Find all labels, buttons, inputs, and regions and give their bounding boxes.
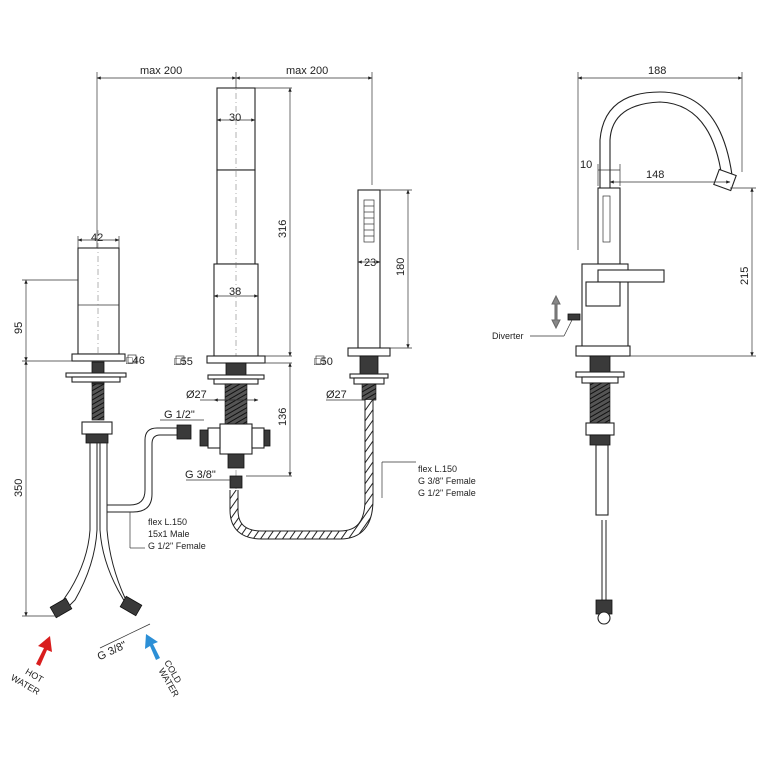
left-mixer: 42 95 □46: [13, 230, 145, 444]
dim-23: 23: [364, 257, 376, 269]
cold-arrow-icon: [145, 634, 160, 660]
dim-g-1-2: G 1/2": [164, 409, 195, 421]
diverter-label: Diverter: [492, 331, 524, 341]
dim-180: 180: [395, 258, 407, 276]
inlet-thread-label: G 3/8": [96, 623, 151, 663]
dim-30: 30: [229, 112, 241, 124]
dim-95: 95: [13, 322, 25, 334]
dim-148: 148: [646, 169, 664, 181]
hot-water-indicator: HOT WATER: [9, 636, 52, 697]
top-dimensions: max 200 max 200: [96, 65, 373, 250]
center-spout: 30 38 316 □55 Ø27 G 1/2" G 3/8" 136: [160, 80, 292, 490]
dim-188: 188: [648, 65, 666, 77]
flex-right-line-2: G 3/8" Female: [418, 476, 476, 486]
inlet-hoses: [49, 443, 143, 619]
dim-square-50: □50: [314, 356, 333, 368]
side-view: 188 10 148 215 Diverter: [492, 65, 756, 625]
dim-g-3-8: G 3/8": [185, 469, 216, 481]
flex-left: flex L.150 15x1 Male G 1/2" Female: [107, 424, 206, 551]
flex-left-line-2: 15x1 Male: [148, 529, 190, 539]
dim-10: 10: [580, 159, 592, 171]
dim-max-200-left: max 200: [140, 65, 182, 77]
diverter-arrow-icon: [551, 294, 561, 330]
dim-42: 42: [91, 232, 103, 244]
dim-square-46: □46: [126, 355, 145, 367]
dim-136: 136: [277, 408, 289, 426]
cold-water-indicator: COLD WATER: [145, 634, 184, 699]
flex-right-line-1: flex L.150: [418, 464, 457, 474]
dim-316: 316: [277, 220, 289, 238]
dim-350-group: 350: [13, 360, 60, 617]
flex-left-line-3: G 1/2" Female: [148, 541, 206, 551]
flex-left-line-1: flex L.150: [148, 517, 187, 527]
dim-diameter-27-left: Ø27: [186, 389, 207, 401]
hot-arrow-icon: [36, 636, 52, 666]
dim-38: 38: [229, 286, 241, 298]
dim-diameter-27-right: Ø27: [326, 389, 347, 401]
dim-square-55: □55: [174, 356, 193, 368]
dim-215: 215: [739, 267, 751, 285]
hand-shower: 23 180 □50 Ø27 flex L.150 G 3/8" Female …: [229, 189, 476, 540]
dim-g-3-8-inlet: G 3/8": [96, 639, 129, 663]
dim-350: 350: [13, 479, 25, 497]
dim-max-200-right: max 200: [286, 65, 328, 77]
flex-right-line-3: G 1/2" Female: [418, 488, 476, 498]
